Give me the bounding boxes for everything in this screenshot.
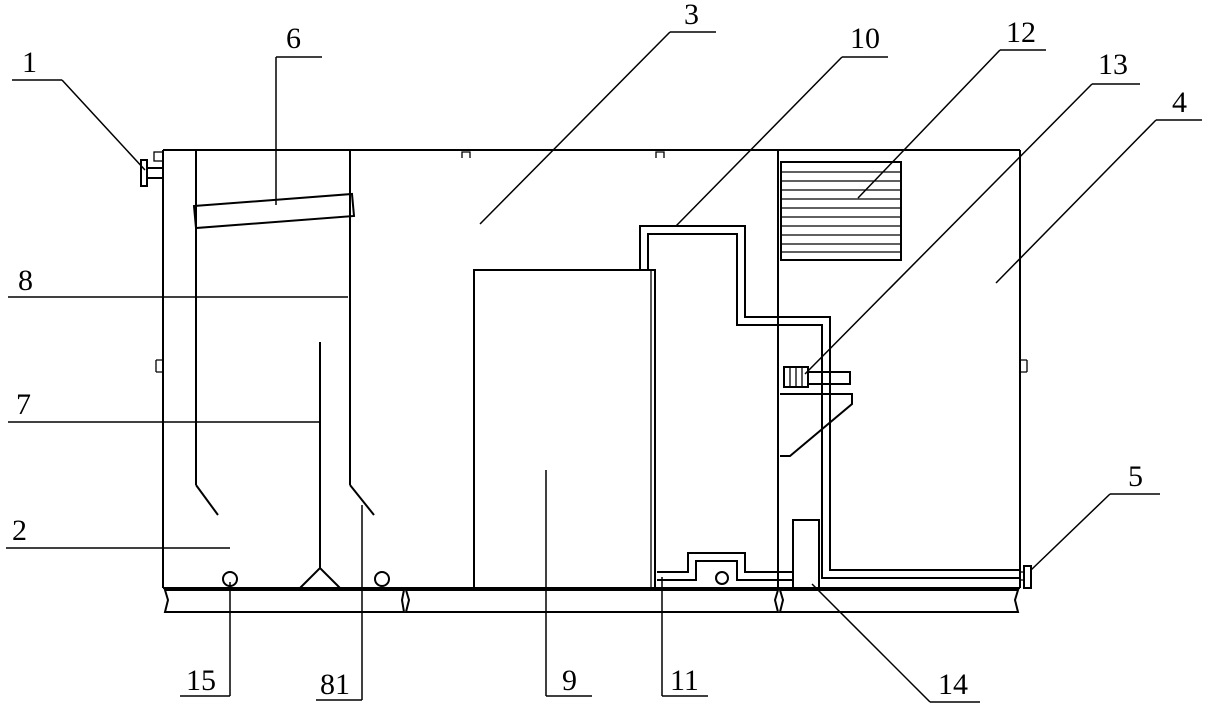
tank-outline (162, 149, 1021, 589)
label-1: 1 (22, 46, 37, 79)
support-bracket (780, 393, 853, 457)
label-2: 2 (12, 514, 27, 547)
sensor-box (792, 519, 820, 589)
label-6: 6 (286, 22, 301, 55)
label-14: 14 (938, 668, 968, 701)
label-13: 13 (1098, 48, 1128, 81)
filter-block (780, 161, 902, 261)
label-15: 15 (186, 664, 216, 697)
label-11: 11 (670, 664, 699, 697)
label-5: 5 (1128, 460, 1143, 493)
top-marks (155, 151, 1028, 373)
pump-unit (783, 366, 851, 388)
label-4: 4 (1172, 86, 1187, 119)
base-skids (163, 589, 1020, 613)
label-10: 10 (850, 22, 880, 55)
inlet-chamber (195, 150, 390, 589)
label-3: 3 (684, 0, 699, 31)
inclined-plate (192, 192, 356, 230)
outlet-pipe (1020, 565, 1032, 589)
leader-lines (6, 31, 1202, 703)
treatment-module (473, 269, 656, 588)
riser-pipe (639, 225, 1020, 579)
inlet-pipe (140, 151, 164, 187)
bottom-pipe (657, 552, 793, 585)
label-7: 7 (16, 388, 31, 421)
label-8: 8 (18, 264, 33, 297)
label-9: 9 (562, 664, 577, 697)
label-12: 12 (1006, 16, 1036, 49)
label-81: 81 (320, 668, 350, 701)
